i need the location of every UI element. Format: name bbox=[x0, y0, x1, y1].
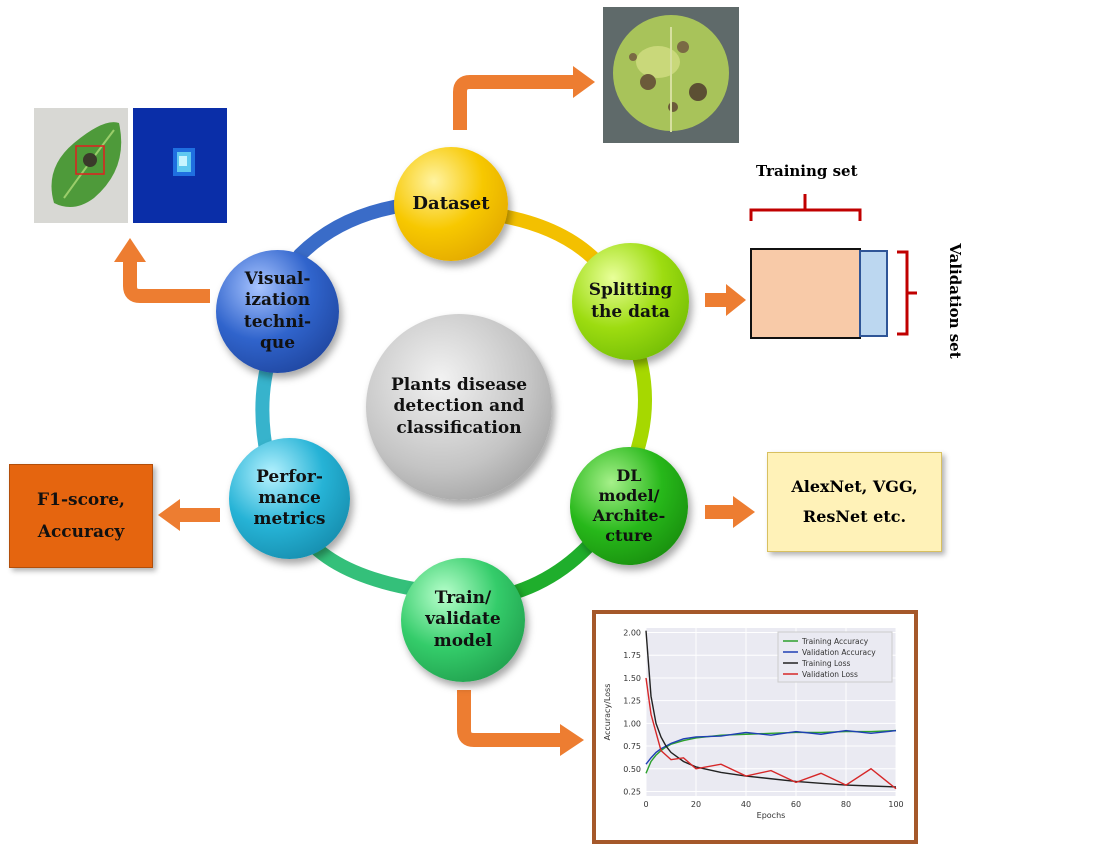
training-chart: 0.25 0.50 0.75 1.00 1.25 1.50 1.75 2.00 0 20 40 60 8… bbox=[603, 628, 904, 820]
arrowhead-perf bbox=[158, 499, 180, 531]
node-splitting: Splitting the data bbox=[572, 243, 689, 360]
node-dataset-label: Dataset bbox=[412, 192, 490, 214]
chart-xtick-label: 100 bbox=[888, 800, 903, 809]
ring-segment-vis-dataset bbox=[293, 198, 412, 262]
chart-ytick-label: 1.25 bbox=[623, 697, 641, 706]
chart-xtick-label: 40 bbox=[741, 800, 751, 809]
chart-series-line bbox=[645, 729, 897, 765]
models-box: AlexNet, VGG, ResNet etc. bbox=[767, 452, 942, 552]
chart-xlabel: Epochs bbox=[757, 811, 786, 820]
chart-series-line bbox=[645, 677, 897, 790]
node-dl-model-label: DL model/ Archite- cture bbox=[592, 466, 666, 545]
chart-legend-label: Validation Loss bbox=[802, 670, 858, 679]
node-visualization-label: Visual- ization techni- que bbox=[243, 269, 312, 353]
heatmap-image bbox=[133, 108, 227, 223]
arrowhead-vis bbox=[114, 238, 146, 262]
node-performance-label: Perfor- mance metrics bbox=[253, 466, 326, 530]
node-train-label: Train/ validate model bbox=[425, 588, 501, 651]
chart-xtick-label: 0 bbox=[643, 800, 648, 809]
arrow-heads bbox=[114, 66, 755, 756]
chart-ylabel: Accuracy/Loss bbox=[603, 684, 612, 741]
node-performance: Perfor- mance metrics bbox=[229, 438, 350, 559]
chart-legend-label: Training Accuracy bbox=[801, 637, 869, 646]
chart-ytick-label: 0.75 bbox=[623, 742, 641, 751]
training-set-label: Training set bbox=[756, 162, 858, 180]
metrics-box: F1-score, Accuracy bbox=[9, 464, 153, 568]
node-visualization: Visual- ization techni- que bbox=[216, 250, 339, 373]
flow-arrows bbox=[123, 75, 735, 747]
validation-bracket bbox=[897, 250, 917, 336]
chart-legend-label: Training Loss bbox=[801, 659, 851, 668]
arrowhead-split bbox=[726, 284, 746, 316]
chart-ytick-label: 1.50 bbox=[623, 674, 641, 683]
chart-ytick-label: 0.25 bbox=[623, 787, 641, 796]
split-diagram bbox=[749, 194, 917, 339]
arrow-train-to-chart bbox=[457, 690, 562, 747]
validation-set-label: Validation set bbox=[946, 243, 964, 359]
chart-xtick-label: 60 bbox=[791, 800, 801, 809]
node-dataset: Dataset bbox=[394, 147, 508, 261]
validation-block bbox=[859, 250, 888, 337]
center-node: Plants disease detection and classificat… bbox=[366, 314, 552, 500]
leaf-sample-image bbox=[603, 7, 739, 143]
chart-series-line bbox=[645, 630, 897, 788]
node-train: Train/ validate model bbox=[401, 558, 525, 682]
chart-legend-label: Validation Accuracy bbox=[802, 648, 876, 657]
training-block bbox=[750, 248, 861, 339]
arrow-dataset-to-image bbox=[453, 75, 575, 130]
arrowhead-dl bbox=[733, 496, 755, 528]
node-splitting-label: Splitting the data bbox=[588, 280, 673, 322]
leaf-detection-image bbox=[34, 108, 128, 223]
arrow-vis-to-heatmap bbox=[123, 260, 210, 303]
chart-xtick-label: 80 bbox=[841, 800, 851, 809]
arrowhead-train bbox=[560, 724, 584, 756]
chart-ytick-label: 2.00 bbox=[623, 629, 641, 638]
chart-ytick-label: 1.75 bbox=[623, 651, 641, 660]
arrowhead-dataset bbox=[573, 66, 595, 98]
chart-ytick-label: 0.50 bbox=[623, 765, 641, 774]
chart-ytick-label: 1.00 bbox=[623, 719, 641, 728]
center-label: Plants disease detection and classificat… bbox=[390, 375, 528, 438]
training-bracket bbox=[749, 194, 862, 221]
node-dl-model: DL model/ Archite- cture bbox=[570, 447, 688, 565]
training-chart-frame: 0.25 0.50 0.75 1.00 1.25 1.50 1.75 2.00 0 20 40 60 8… bbox=[592, 610, 918, 844]
chart-xtick-label: 20 bbox=[691, 800, 701, 809]
